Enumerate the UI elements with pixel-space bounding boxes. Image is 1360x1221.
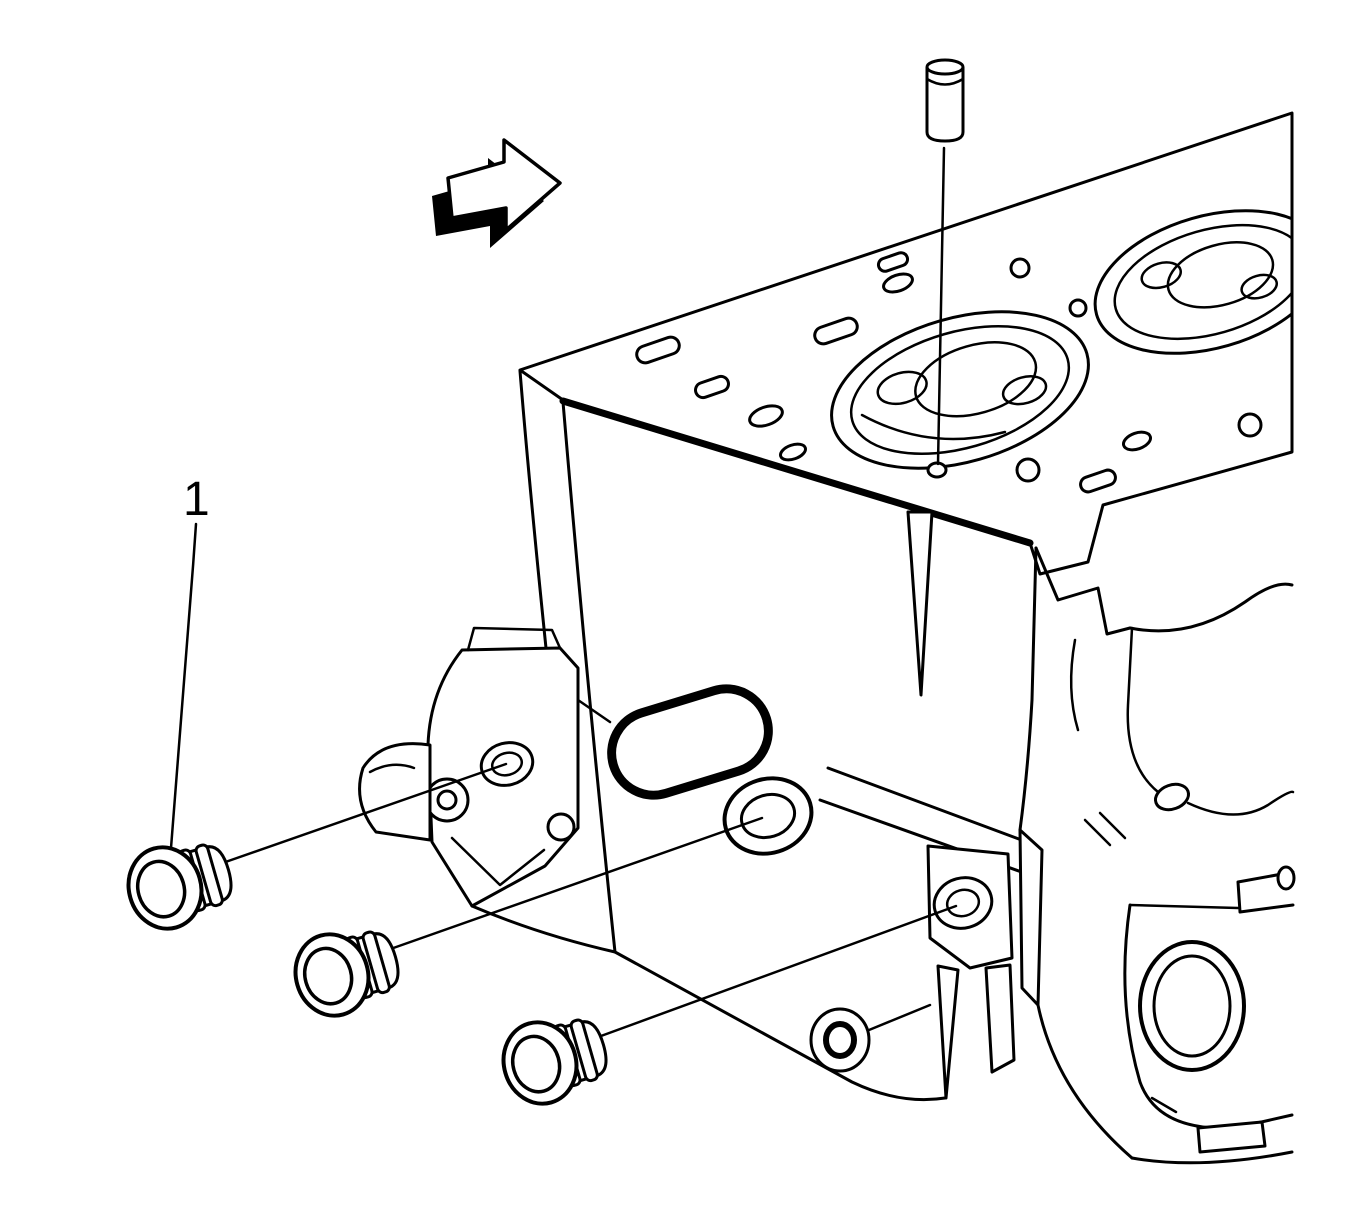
dowel-pin [925,58,965,143]
cast-lobe [358,742,432,842]
left-bracket-boss [424,626,580,908]
direction-arrow [432,138,562,248]
pointed-rib [906,510,934,697]
front-bottom-edge [613,950,947,1102]
plug-hole-3 [932,876,994,930]
dowel-pin-hole [926,461,948,479]
front-left-edge [518,369,548,650]
bottom-tab [1196,1120,1267,1154]
deck-slots [635,251,1117,494]
bore-detail-line [860,413,1007,441]
front-center-edge [561,400,617,954]
deck-bolt-holes [926,257,1263,483]
cast-lobe-line [368,763,416,774]
bottom-edge [1130,1150,1294,1165]
dowel-pin-leader-line [936,146,946,466]
front-face [358,369,1044,1102]
callout-1: 1 [169,473,210,850]
cylinder-head [358,111,1296,1165]
arrow-body [446,138,562,232]
callout-1-leader-line [169,522,198,850]
plug-3-leader-line [588,904,958,1042]
plug-leaders [212,762,958,1042]
plug-1-leader-line [212,762,508,868]
cup-plug-2 [284,915,409,1027]
deck-holes [635,209,1292,494]
plug-2-leader-line [380,816,764,954]
gallery-slot [607,684,773,800]
right-bracket [1236,865,1296,914]
deck-ovals [748,272,1152,462]
callout-1-label: 1 [183,473,210,526]
cup-plug-3 [492,1003,617,1115]
right-casting [1018,546,1296,1165]
cylinder-bore-far [1093,209,1292,355]
cup-plug-1 [117,828,242,940]
hatch-marks [1083,811,1127,847]
port-surround [1123,903,1294,1130]
large-port [1138,940,1246,1072]
small-port [1154,782,1190,812]
slot-connector [576,698,612,724]
bottom-boss [809,1003,932,1073]
right-boss-plate [926,844,1016,1100]
front-bottom-left [470,904,617,954]
cylinder-bore-near [830,310,1090,470]
deck-near-edge [559,397,1034,547]
plug-hole-2 [722,776,814,856]
bottom-left-boundary [1036,1003,1134,1160]
dowel-pin-group [925,58,965,466]
deck-surface [518,111,1294,576]
